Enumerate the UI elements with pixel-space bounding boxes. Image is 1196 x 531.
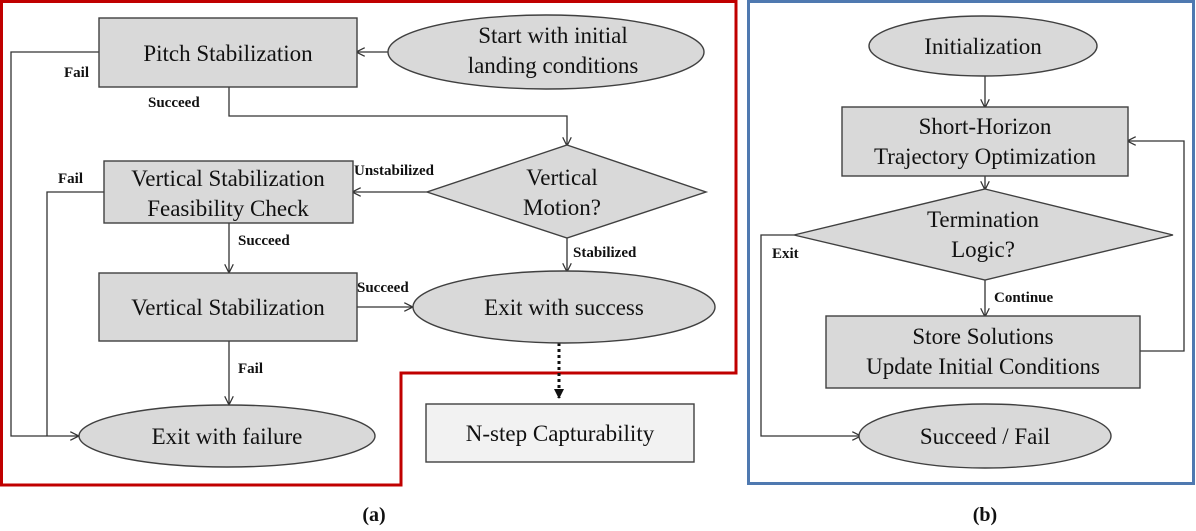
vs-check-text-line1: Vertical Stabilization: [131, 166, 325, 191]
label-stabilized: Stabilized: [573, 245, 637, 261]
pitch-stabilization-node: Pitch Stabilization: [98, 17, 358, 88]
exit-failure-node: Exit with failure: [78, 404, 376, 468]
exit-success-text: Exit with success: [484, 295, 644, 320]
store-text-line2: Update Initial Conditions: [866, 354, 1100, 379]
succeed-fail-text: Succeed / Fail: [920, 424, 1050, 449]
panel-a-border: [0, 0, 738, 487]
label-unstabilized: Unstabilized: [354, 163, 435, 179]
succeed-fail-node: Succeed / Fail: [858, 403, 1112, 469]
n-step-capturability-node: N-step Capturability: [425, 403, 695, 463]
vertical-motion-text-line2: Motion?: [523, 195, 601, 220]
initialization-text: Initialization: [924, 34, 1042, 59]
label-fail-pitch: Fail: [64, 65, 89, 81]
vs-check-text-line2: Feasibility Check: [147, 196, 309, 221]
panel-a-label: (a): [362, 504, 385, 526]
exit-failure-text: Exit with failure: [152, 424, 303, 449]
short-horizon-optimization-node: Short-Horizon Trajectory Optimization: [841, 106, 1129, 177]
exit-success-node: Exit with success: [412, 270, 716, 344]
label-succeed-check: Succeed: [238, 233, 290, 249]
panel-a-edges: [10, 52, 567, 436]
termination-text-line1: Termination: [927, 207, 1040, 232]
store-solutions-node: Store Solutions Update Initial Condition…: [825, 315, 1141, 389]
panel-b-edges: [760, 76, 1185, 436]
sh-opt-text-line1: Short-Horizon: [919, 114, 1052, 139]
label-continue: Continue: [994, 290, 1054, 306]
termination-text-line2: Logic?: [951, 237, 1015, 262]
panel-a-edge-labels: Fail Succeed Unstabilized Fail Succeed S…: [58, 65, 637, 377]
vertical-stabilization-node: Vertical Stabilization: [98, 272, 358, 342]
start-text-line2: landing conditions: [468, 53, 639, 78]
panel-b-label: (b): [973, 504, 997, 526]
panel-b-edge-labels: Exit Continue: [772, 246, 1054, 306]
vertical-motion-text-line1: Vertical: [526, 165, 598, 190]
termination-logic-decision: Termination Logic?: [793, 188, 1174, 281]
store-text-line1: Store Solutions: [912, 324, 1053, 349]
label-succeed-vs: Succeed: [357, 280, 409, 296]
label-exit: Exit: [772, 246, 799, 262]
panel-b-border: [747, 0, 1195, 485]
vs-feasibility-check-node: Vertical Stabilization Feasibility Check: [103, 160, 354, 224]
label-fail-vs: Fail: [238, 361, 263, 377]
vertical-motion-decision: Vertical Motion?: [424, 144, 709, 239]
label-succeed-pitch: Succeed: [148, 95, 200, 111]
n-step-text: N-step Capturability: [466, 421, 655, 446]
start-node: Start with initial landing conditions: [387, 14, 705, 90]
pitch-stabilization-text: Pitch Stabilization: [143, 41, 313, 66]
initialization-node: Initialization: [868, 15, 1098, 77]
start-text-line1: Start with initial: [478, 23, 628, 48]
sh-opt-text-line2: Trajectory Optimization: [874, 144, 1097, 169]
label-fail-check: Fail: [58, 171, 83, 187]
vertical-stabilization-text: Vertical Stabilization: [131, 295, 325, 320]
